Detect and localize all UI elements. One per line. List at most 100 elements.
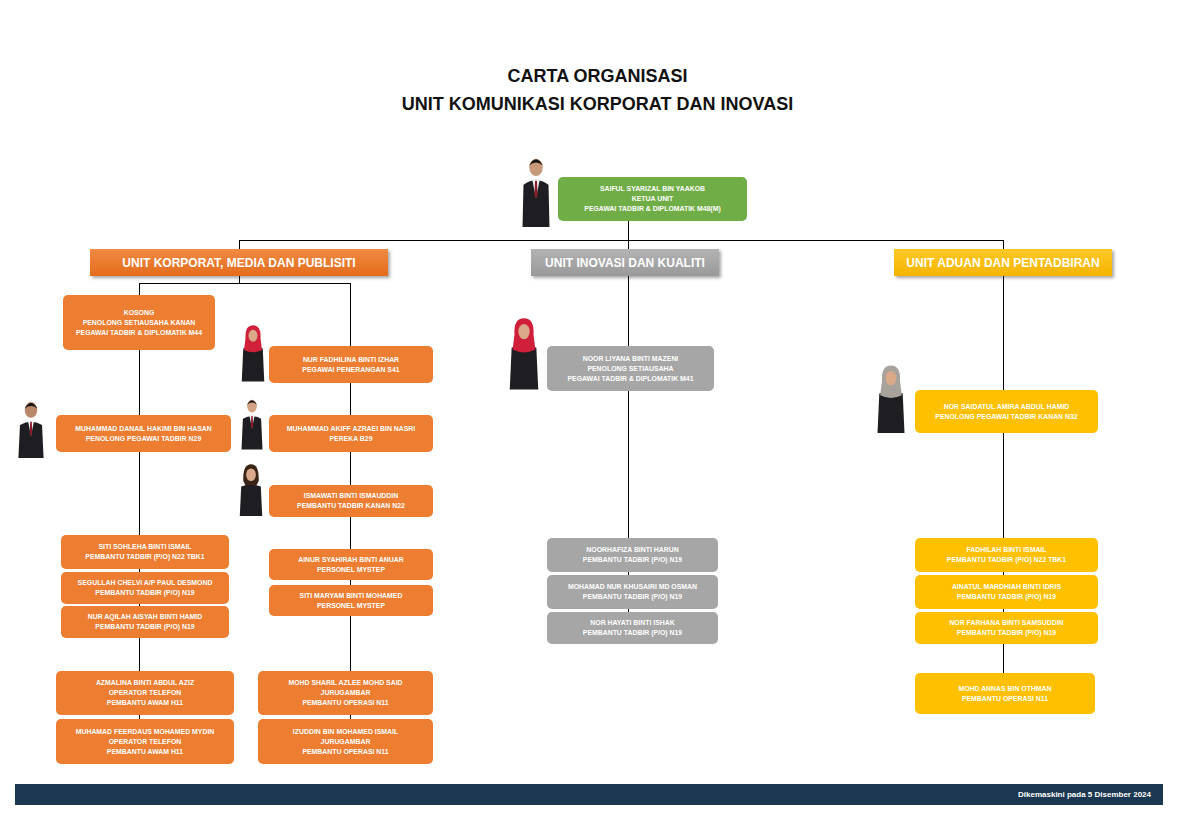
box-text: NOORHAFIZA BINTI HARUN [586,545,678,555]
hijab [880,366,902,398]
box-text: PEMBANTU TADBIR (P/O) N22 TBK1 [85,552,204,562]
staff-box: NOR FARHANA BINTI SAMSUDDINPEMBANTU TADB… [915,612,1098,644]
box-text: PERSONEL MYSTEP [317,601,385,611]
staff-box: SITI MARYAM BINTI MOHAMEDPERSONEL MYSTEP [269,585,433,616]
box-text: NOR SAIDATUL AMIRA ABDUL HAMID [944,402,1070,412]
staff-box: SITI SOHLEHA BINTI ISMAILPEMBANTU TADBIR… [61,535,229,569]
box-text: FADHILAH BINTI ISMAIL [966,545,1046,555]
box-text: SITI MARYAM BINTI MOHAMED [300,591,403,601]
box-text: KETUA UNIT [632,194,673,204]
tie [534,181,537,198]
unit-band: UNIT INOVASI DAN KUALITI [531,249,719,276]
connector-line [628,276,629,346]
staff-box: NUR AQILAH AISYAH BINTI HAMIDPEMBANTU TA… [61,606,229,638]
shirt [249,415,255,429]
staff-box: ISMAWATI BINTI ISMAUDDINPEMBANTU TADBIR … [269,485,433,517]
box-text: PEMBANTU TADBIR (P/O) N19 [957,592,1056,602]
face [529,159,542,176]
box-text: Dikemaskini pada 5 Disember 2024 [1018,790,1151,800]
chart-title: CARTA ORGANISASI [0,65,1195,87]
box-text: PEMBANTU TADBIR (P/O) N19 [95,588,194,598]
box-text: PENOLONG PEGAWAI TADBIR KANAN N32 [935,412,1077,422]
box-text: SEGULLAH CHELVI A/P PAUL DESMOND [78,578,213,588]
shirt [532,179,540,198]
shirt [28,420,34,436]
box-text: PEMBANTU TADBIR KANAN N22 [297,501,405,511]
hair [529,159,542,165]
staff-box: NOORHAFIZA BINTI HARUNPEMBANTU TADBIR (P… [547,538,718,572]
box-text: PEMBANTU TADBIR (P/O) N19 [583,592,682,602]
staff-box: IZUDDIN BIN MOHAMED ISMAILJURUGAMBARPEMB… [258,719,433,764]
staff-box: FADHILAH BINTI ISMAILPEMBANTU TADBIR (P/… [915,538,1098,572]
box-text: PEMBANTU TADBIR (P/O) N19 [95,622,194,632]
box-text: NOR FARHANA BINTI SAMSUDDIN [949,618,1063,628]
connector-line [350,517,351,549]
tie [251,416,253,429]
box-text: SITI SOHLEHA BINTI ISMAIL [98,542,191,552]
box-text: PEMBANTU OPERASI N11 [302,747,388,757]
person-photo [236,460,266,516]
box-text: JURUGAMBAR [321,688,371,698]
face [886,371,897,385]
connector-line [628,391,629,538]
box-text: PEMBANTU TADBIR (P/O) N19 [583,555,682,565]
connector-line [628,221,1003,249]
box-text: PEMBANTU OPERASI N11 [302,698,388,708]
box-text: MOHD SHARIL AZLEE MOHD SAID [288,678,402,688]
person-photo [516,150,556,227]
box-text: PEMBANTU TADBIR (P/O) N19 [583,628,682,638]
face [249,330,258,342]
face [518,324,529,339]
connector-line [350,616,351,671]
unit-band: UNIT ADUAN DAN PENTADBIRAN [894,249,1112,276]
connector-line [1003,433,1004,538]
face [246,468,256,481]
box-text: PEGAWAI TADBIR & DIPLOMATIK M44 [76,328,202,338]
staff-box: SEGULLAH CHELVI A/P PAUL DESMONDPEMBANTU… [61,572,229,604]
staff-box: KOSONGPENOLONG SETIAUSAHA KANANPEGAWAI T… [63,295,215,350]
staff-box: MUHAMAD FEERDAUS MOHAMED MYDINOPERATOR T… [56,719,234,764]
hijab [244,325,262,352]
face [247,400,257,413]
box-text: PEMBANTU TADBIR (P/O) N19 [957,628,1056,638]
box-text: IZUDDIN BIN MOHAMED ISMAIL [293,727,398,737]
staff-box: AINUR SYAHIRAH BINTI ANUARPERSONEL MYSTE… [269,549,433,580]
suit [242,416,263,449]
box-text: PEGAWAI TADBIR & DIPLOMATIK M41 [567,374,693,384]
box-text: PENOLONG PEGAWAI TADBIR N29 [86,434,202,444]
suit [523,180,550,227]
connector-line [1003,276,1004,390]
box-text: NUR AQILAH AISYAH BINTI HAMID [88,612,202,622]
connector-line [350,383,351,415]
chart-subtitle: UNIT KOMUNIKASI KORPORAT DAN INOVASI [0,93,1195,115]
box-text: MOHAMAD NUR KHUSAIRI MD OSMAN [568,582,697,592]
box-text: MOHD ANNAS BIN OTHMAN [958,684,1051,694]
staff-box: MOHD SHARIL AZLEE MOHD SAIDJURUGAMBARPEM… [258,671,433,715]
box-text: MUHAMAD FEERDAUS MOHAMED MYDIN [76,727,215,737]
staff-box: AZMALINA BINTI ABDUL AZIZOPERATOR TELEFO… [56,671,234,715]
connector-line [239,221,628,249]
box-text: AINATUL MARDHIAH BINTI IDRIS [952,582,1061,592]
box-text: SAIFUL SYARIZAL BIN YAAKOB [600,184,705,194]
hair [243,464,259,485]
box-text: PENOLONG SETIAUSAHA KANAN [83,318,196,328]
connector-line [139,452,140,535]
staff-box: MUHAMMAD AKIFF AZRAEI BIN NASRIPEREKA B2… [269,415,433,452]
box-text: NOOR LIYANA BINTI MAZENI [583,354,679,364]
box-text: NOR HAYATI BINTI ISHAK [590,618,674,628]
person-photo [873,353,909,441]
hair [247,400,257,405]
box-text: OPERATOR TELEFON [109,688,181,698]
box-text: PEMBANTU AWAM H11 [107,747,183,757]
staff-box: NOR SAIDATUL AMIRA ABDUL HAMIDPENOLONG P… [915,390,1098,433]
staff-box: MOHAMAD NUR KHUSAIRI MD OSMANPEMBANTU TA… [547,575,718,609]
connector-line [139,350,140,415]
unit-band: UNIT KORPORAT, MEDIA DAN PUBLISITI [90,249,388,276]
box-text: PENOLONG SETIAUSAHA [587,364,673,374]
staff-box: AINATUL MARDHIAH BINTI IDRISPEMBANTU TAD… [915,575,1098,609]
box-text: UNIT INOVASI DAN KUALITI [545,256,705,270]
box-text: PERSONEL MYSTEP [317,565,385,575]
connector-line [1003,644,1004,673]
box-text: MUHAMMAD AKIFF AZRAEI BIN NASRI [287,424,416,434]
